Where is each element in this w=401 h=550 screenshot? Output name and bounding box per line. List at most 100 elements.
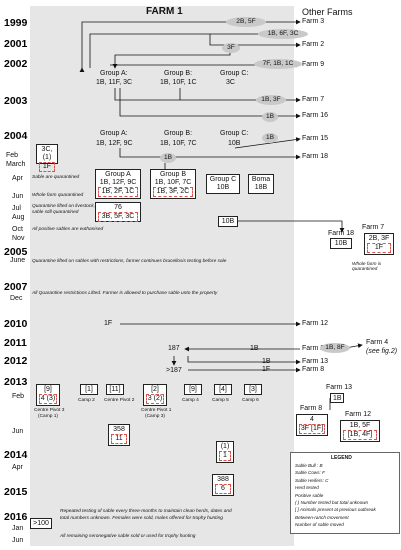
jul04-count: 76 (114, 204, 122, 211)
farm-16: Farm 16 (302, 112, 329, 119)
note-whole-quarantined: Whole farm quarantined (32, 193, 84, 198)
label-2010-1f: 1F (104, 320, 113, 327)
farm8-positive: 3F [1F] (299, 424, 325, 434)
month-jun13: Jun (12, 428, 24, 435)
year-2007: 2007 (4, 281, 28, 293)
oval-2002: 7F, 1B, 1C (254, 59, 302, 69)
line-2001-farm2b (209, 34, 301, 48)
note-2007: All Quarantine restrictions Lifted. Farm… (32, 291, 218, 296)
legend-item: Sable Cows: F (295, 470, 325, 476)
year-2010: 2010 (4, 318, 28, 330)
camp-label-secondary: (Camp 1) (38, 414, 58, 419)
camp-label: Camp 4 (182, 398, 199, 403)
apr04-group-c-title: Group C (209, 176, 237, 183)
group-c-2002-value: 3C (226, 79, 235, 86)
jul04-positive: 3B, 5F, 3C (98, 212, 138, 222)
camp-label: Centre Pivot 3 (34, 408, 65, 413)
year-2001: 2001 (4, 38, 28, 50)
legend-item: Positive sable (295, 492, 324, 498)
farm13-box: 1B (330, 393, 344, 403)
note-quarantined: Sable are quarantined (32, 175, 80, 180)
oval-2001b: 3F (222, 43, 240, 53)
y2014-positive: 1 (219, 451, 231, 461)
month-aug: Aug (12, 214, 25, 221)
farm8-count: 4 (310, 416, 314, 423)
y2015-count: 388 (217, 476, 229, 483)
farm7-positive: 1F (367, 243, 391, 253)
month-nov: Nov (12, 235, 25, 242)
jul04-box: 76 3B, 5F, 3C (95, 202, 141, 222)
month-dec07: Dec (10, 295, 23, 302)
oval-2001a: 1B, 6F, 3C (258, 29, 308, 39)
farm-9: Farm 9 (302, 61, 325, 68)
camp-previous-count: [4] (219, 386, 227, 393)
line-oct-farm18 (238, 220, 345, 233)
jun13-count: 358 (113, 426, 125, 433)
camp-box: [11] (106, 384, 124, 395)
note-2016c: All remaining seronegative sable sold or… (60, 534, 196, 539)
boma-value: 18B (254, 184, 268, 191)
note-quar-lift2: sable still quarantined (32, 210, 79, 215)
month-jun: Jun (12, 193, 24, 200)
legend-item: [ ] Animals present at previous outbreak (295, 507, 376, 513)
label-187b: >187 (166, 367, 182, 374)
group-c-2004-title: Group C: (220, 130, 249, 137)
group-a-2002-value: 1B, 11F, 3C (96, 79, 133, 86)
camp-label-secondary: (Camp 3) (145, 414, 165, 419)
month-march: March (6, 161, 26, 168)
feb04-herd-box: 3C,(1) 1F (36, 144, 58, 172)
group-b-2004-value: 1B, 10F, 7C (160, 140, 197, 147)
farm-3: Farm 3 (302, 18, 325, 25)
farm-2: Farm 2 (302, 41, 325, 48)
month-jul: Jul (12, 205, 21, 212)
line-2012-farm13 (187, 356, 301, 365)
oval-2004: 1B (262, 133, 278, 143)
label-2011-1b: 1B (250, 345, 259, 352)
apr04-group-b-count: 1B, 10F, 7C (154, 179, 192, 186)
farm-4: Farm 4 (366, 339, 389, 346)
apr04-group-a-count: 1B, 12F, 9C (99, 179, 137, 186)
camp-box: [9] (184, 384, 202, 395)
legend-item: Between-ranch movement (295, 514, 349, 520)
farm7-count: 2B, 3F (368, 235, 390, 242)
note-2005: Quarantine lifted on sables with restric… (32, 259, 227, 264)
note-2016a: Repeated testing of sable every three-mo… (60, 509, 232, 514)
legend-item: Herd tested (295, 485, 319, 491)
camp-previous-count: [9] (189, 386, 197, 393)
line-2001-farm2 (89, 33, 300, 68)
farm-8-2013: Farm 8 (300, 405, 323, 412)
camp-label: Camp 5 (212, 398, 229, 403)
month-apr14: Apr (12, 464, 23, 471)
farm1-column (30, 6, 294, 546)
group-c-2004-value: 10B (228, 140, 241, 147)
y2015-box: 388 6 (212, 474, 234, 496)
oct-10b-box: 10B (218, 216, 238, 227)
farm-12-2013: Farm 12 (345, 411, 372, 418)
month-apr: Apr (12, 175, 23, 182)
year-2012: 2012 (4, 355, 28, 367)
year-2011: 2011 (4, 337, 27, 349)
camp-box: [4] (214, 384, 232, 395)
farm12-box: 1B, 5F [1B, 4F] (340, 420, 380, 442)
camp-box: [2]3 (2) (143, 384, 167, 406)
month-jun16: Jun (12, 537, 24, 544)
oval-2003: 1B, 3F (256, 95, 286, 105)
legend-item: Sable Heifers: C (295, 477, 329, 483)
line-2004-farm15 (234, 137, 301, 149)
line-2003-farm16 (119, 88, 301, 119)
camp-label: Centre Pivot 1 (141, 408, 172, 413)
farm-15: Farm 15 (302, 135, 329, 142)
apr04-group-b-positive: 1B, 3F, 2C (153, 187, 193, 197)
camp-positive: 4 (3) (39, 394, 57, 404)
camp-previous-count: [1] (85, 386, 93, 393)
camp-previous-count: [9] (44, 386, 52, 393)
camp-previous-count: [3] (249, 386, 257, 393)
month-feb13: Feb (12, 393, 25, 400)
legend-title: LEGEND (331, 455, 352, 461)
farm-18-2004: Farm 18 (328, 230, 355, 237)
apr04-group-c-value: 10B (216, 184, 230, 191)
oval-2004b: 1B (160, 153, 176, 163)
year-2003: 2003 (4, 95, 28, 107)
